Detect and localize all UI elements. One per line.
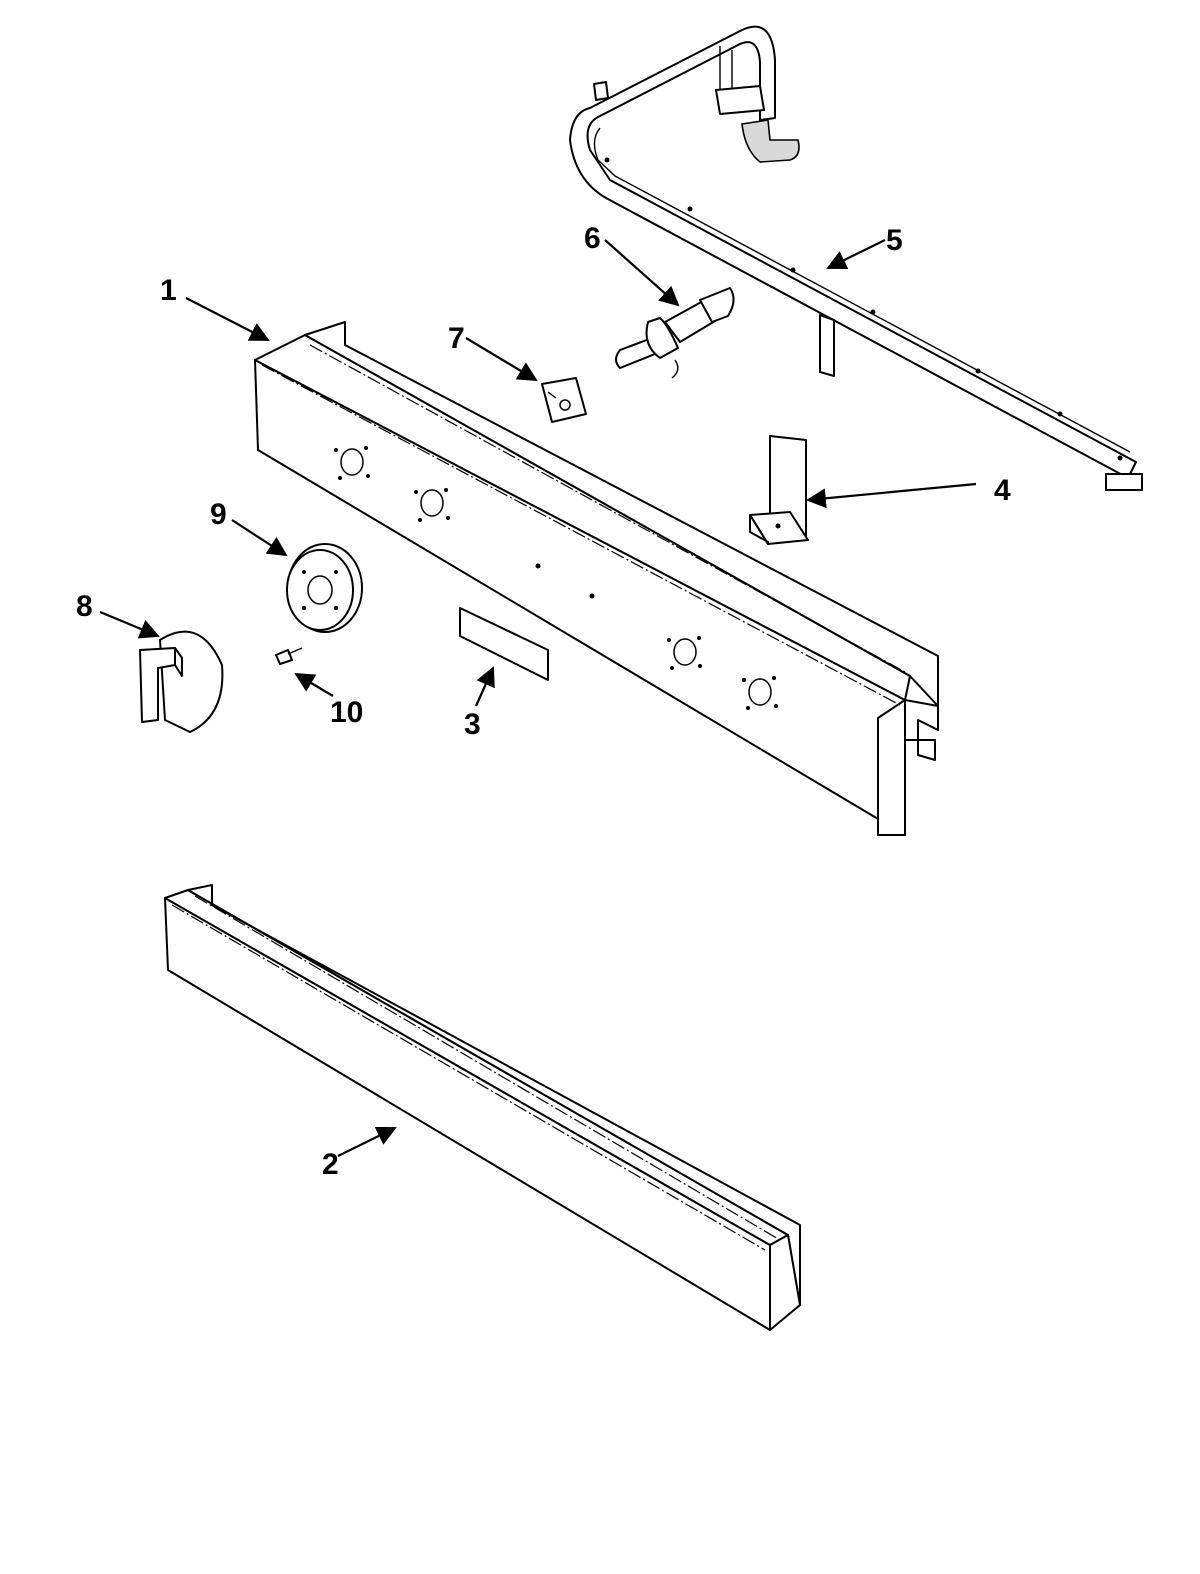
- toe-panel: [164, 884, 801, 1331]
- callout-leaders: [99, 239, 977, 1157]
- callout-labels: 1 2 3 4 5 6 7 8 9 10: [76, 222, 1011, 1181]
- callout-9: 9: [210, 498, 227, 531]
- callout-4: 4: [994, 474, 1011, 507]
- gas-valve: [615, 287, 735, 379]
- callout-10: 10: [330, 696, 363, 729]
- screw: [275, 647, 303, 665]
- manifold-pipe: [569, 25, 1143, 491]
- callout-1: 1: [160, 274, 177, 307]
- knob-bezel: [286, 543, 363, 633]
- mounting-bracket: [749, 435, 809, 545]
- spring-clip: [541, 377, 587, 423]
- control-knob: [139, 630, 224, 733]
- callout-6: 6: [584, 222, 601, 255]
- callout-5: 5: [886, 224, 903, 257]
- callout-8: 8: [76, 590, 93, 623]
- nameplate-badge: [459, 607, 549, 681]
- callout-7: 7: [448, 322, 465, 355]
- control-panel: [254, 321, 939, 836]
- callout-2: 2: [322, 1148, 339, 1181]
- callout-3: 3: [464, 708, 481, 741]
